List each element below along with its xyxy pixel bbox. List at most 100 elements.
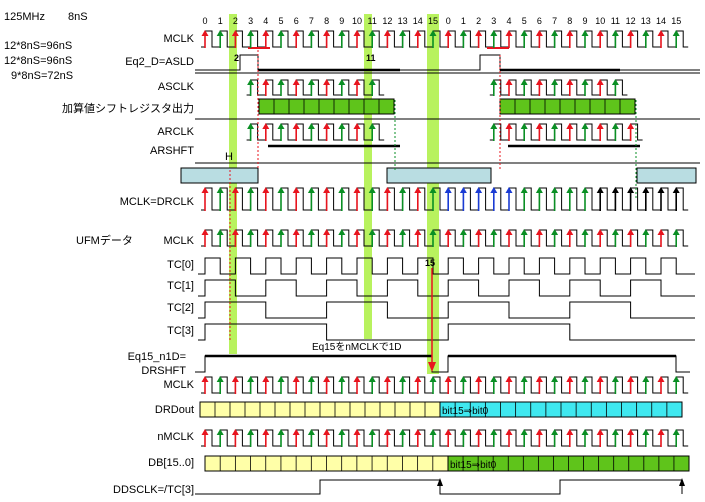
cycle-index: 6: [294, 16, 299, 26]
nmclk-arrow-head: [627, 429, 635, 435]
mclk-arrow-head: [566, 30, 574, 36]
mclk3-arrow-head: [535, 376, 543, 382]
mclk3-arrow-head: [490, 376, 498, 382]
arclk-a-arrow-head: [262, 123, 270, 129]
nmclk-arrow-head: [353, 429, 361, 435]
mclk-arrow-head: [551, 30, 559, 36]
asclk-a-wave: [246, 79, 385, 96]
arshft-window-box: [180, 167, 259, 184]
nmclk-arrow-head: [323, 429, 331, 435]
nmclk-arrow-head: [262, 429, 270, 435]
eq15-note: Eq15をnMCLKで1D: [312, 341, 401, 353]
mclk-arrow-head: [672, 30, 680, 36]
tc0-label: TC[0]: [167, 259, 194, 271]
tc2-wave: [198, 301, 695, 319]
nmclk-arrow-head: [399, 429, 407, 435]
mclk2-arrow-head: [399, 229, 407, 235]
drclk-arrow-head: [581, 187, 589, 193]
tc2-label: TC[2]: [167, 302, 194, 314]
mclk-arrow-head: [399, 30, 407, 36]
arclk-b-arrow-head: [520, 123, 528, 129]
shift-bar-b: [499, 98, 636, 115]
marker-11: 11: [366, 53, 376, 63]
mclk-arrow-head: [520, 30, 528, 36]
asclk-a-arrow-head: [353, 79, 361, 85]
drclk-arrow-head: [551, 187, 559, 193]
mclk2-arrow-head: [277, 229, 285, 235]
nmclk-arrow-head: [551, 429, 559, 435]
cycle-index: 10: [352, 16, 362, 26]
cycle-index: 12: [626, 16, 636, 26]
mclk-arrow-head: [657, 30, 665, 36]
cycle-index: 7: [552, 16, 557, 26]
cycle-index: 13: [398, 16, 408, 26]
asclk-b-arrow-head: [596, 79, 604, 85]
nmclk-arrow-head: [490, 429, 498, 435]
mclk2-arrow-head: [247, 229, 255, 235]
drclk-arrow-head: [247, 187, 255, 193]
drclk-arrow-head: [505, 187, 513, 193]
cycle-index: 11: [368, 16, 377, 26]
mclk3-arrow-head: [627, 376, 635, 382]
asclk-b-arrow-head: [566, 79, 574, 85]
mclk3-arrow-head: [475, 376, 483, 382]
asclk-a-arrow-head: [323, 79, 331, 85]
arclk-a-arrow-head: [277, 123, 285, 129]
mclk3-arrow-head: [368, 376, 376, 382]
ufm-label: UFMデータ: [76, 233, 133, 247]
mclk2-arrow-head: [353, 229, 361, 235]
cycle-index: 5: [522, 16, 527, 26]
nmclk-arrow-head: [231, 429, 239, 435]
arshft-label: ARSHFT: [150, 145, 194, 157]
cycle-index: 9: [339, 16, 344, 26]
drclk-arrow-head: [353, 187, 361, 193]
cycle-index: 14: [413, 16, 423, 26]
cycle-index: 14: [656, 16, 666, 26]
mclk-arrow-head: [459, 30, 467, 36]
cycle-index: 1: [461, 16, 466, 26]
nmclk-arrow-head: [642, 429, 650, 435]
nmclk-arrow-head: [459, 429, 467, 435]
mclk2-label: MCLK: [163, 235, 194, 247]
mclk3-arrow-head: [657, 376, 665, 382]
drclk-arrow-head: [596, 187, 604, 193]
arclk-a-arrow-head: [247, 123, 255, 129]
nmclk-arrow-head: [277, 429, 285, 435]
ddsclk-arrow-b: [679, 478, 685, 486]
mclk2-arrow-head: [444, 229, 452, 235]
mclk2-arrow-head: [581, 229, 589, 235]
drclk-arrow-head: [383, 187, 391, 193]
cycle-index: 3: [248, 16, 253, 26]
arclk-b-wave: [489, 123, 643, 141]
mclk2-arrow-head: [535, 229, 543, 235]
eq15-red-arrow-head: [428, 362, 436, 372]
mclk-arrow-head: [247, 30, 255, 36]
ddsclk-wave: [195, 479, 683, 495]
mclk-label: MCLK: [163, 33, 194, 45]
calc3-text: 9*8nS=72nS: [11, 70, 73, 82]
mclk-arrow-head: [429, 30, 437, 36]
asclk-a-arrow-head: [262, 79, 270, 85]
nmclk-arrow-head: [216, 429, 224, 435]
asclk-b-arrow-head: [505, 79, 513, 85]
arclk-a-arrow-head: [292, 123, 300, 129]
mclk-arrow-head: [642, 30, 650, 36]
mclk3-arrow-head: [672, 376, 680, 382]
mclk3-arrow-head: [201, 376, 209, 382]
highlight-band: [229, 14, 237, 354]
cycle-index: 11: [611, 16, 620, 26]
cycle-index: 0: [446, 16, 451, 26]
mclk-arrow-head: [490, 30, 498, 36]
nmclk-arrow-head: [368, 429, 376, 435]
mclk3-arrow-head: [399, 376, 407, 382]
cycle-index: 2: [233, 16, 238, 26]
mclk3-arrow-head: [459, 376, 467, 382]
drclk-arrow-head: [672, 187, 680, 193]
mclk2-arrow-head: [201, 229, 209, 235]
mclk3-arrow-head: [247, 376, 255, 382]
cycle-index: 9: [582, 16, 587, 26]
asclk-b-arrow-head: [611, 79, 619, 85]
mclk2-arrow-head: [262, 229, 270, 235]
nmclk-arrow-head: [505, 429, 513, 435]
